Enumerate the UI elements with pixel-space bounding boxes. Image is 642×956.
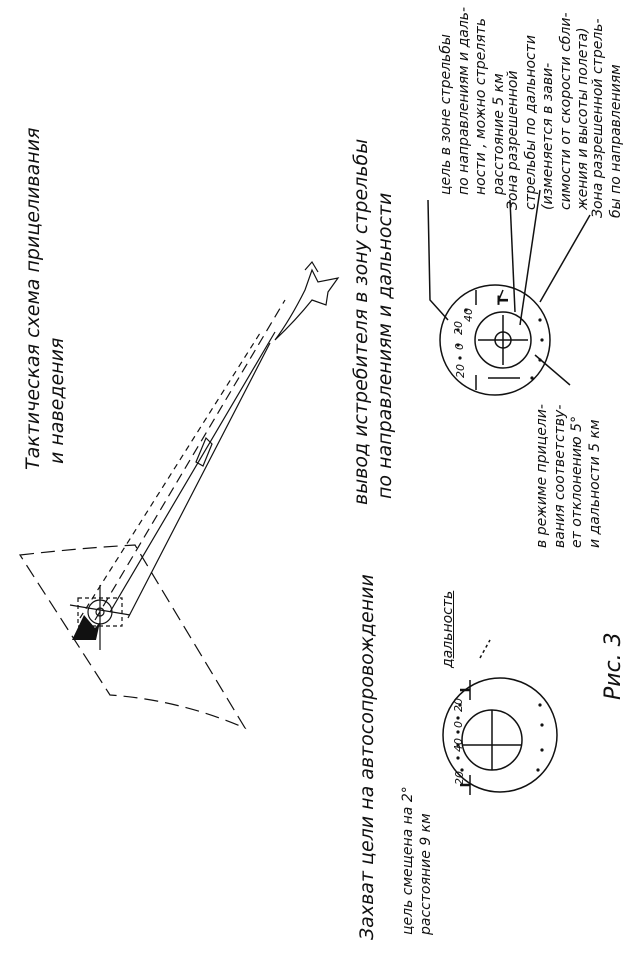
range-label: дальность <box>440 590 456 668</box>
small-aircraft-icon <box>195 436 213 467</box>
left-scope-mark: 20 <box>453 771 466 785</box>
target-zone-note: цель в зоне стрельбы по направлениям и д… <box>438 6 507 195</box>
left-scope-mark: 20 <box>452 698 465 712</box>
beam-line <box>79 329 263 619</box>
beam-line <box>127 342 271 619</box>
left-scope-mark: 0 <box>452 721 465 728</box>
fighter-output-title: вывод истребителя в зону стрельбы по нап… <box>350 138 396 505</box>
direction-zone-note: Зона разрешенной стрель- бы по направлен… <box>590 18 624 218</box>
beam-line <box>94 299 286 621</box>
frame-reticle <box>87 599 113 625</box>
aiming-note: в режиме прицели- вания соответству- ет … <box>534 404 603 548</box>
target-aircraft-icon <box>274 268 340 341</box>
right-scope-mark: 20 <box>452 321 465 335</box>
right-scope-mark: T <box>496 295 512 305</box>
tactical-title: Тактическая схема прицеливания и наведен… <box>22 127 68 470</box>
sight-frame <box>18 544 247 730</box>
right-scope <box>427 189 591 396</box>
beam-line <box>109 331 276 613</box>
left-scope-note: цель смещена на 2° расстояние 9 км <box>400 786 434 935</box>
fighter-aircraft-icon <box>72 615 100 640</box>
figure-caption: Рис. 3 <box>601 632 626 700</box>
pointer-line <box>519 189 541 326</box>
left-scope <box>442 639 558 795</box>
left-scope-dots <box>456 703 544 772</box>
range-zone-note: Зона разрешенной стрельбы по дальности (… <box>505 12 591 211</box>
capture-title: Захват цели на автосопровождении <box>356 574 378 940</box>
right-scope-mark: 40 <box>462 308 475 322</box>
right-scope-dots <box>456 308 544 380</box>
pointer-line <box>427 199 449 321</box>
left-scope-mark: 40 <box>452 738 465 752</box>
right-scope-mark: 20 <box>454 364 467 378</box>
right-scope-mark: 0 <box>453 343 466 350</box>
pointer-line <box>509 199 516 313</box>
pointer-line <box>539 214 591 303</box>
